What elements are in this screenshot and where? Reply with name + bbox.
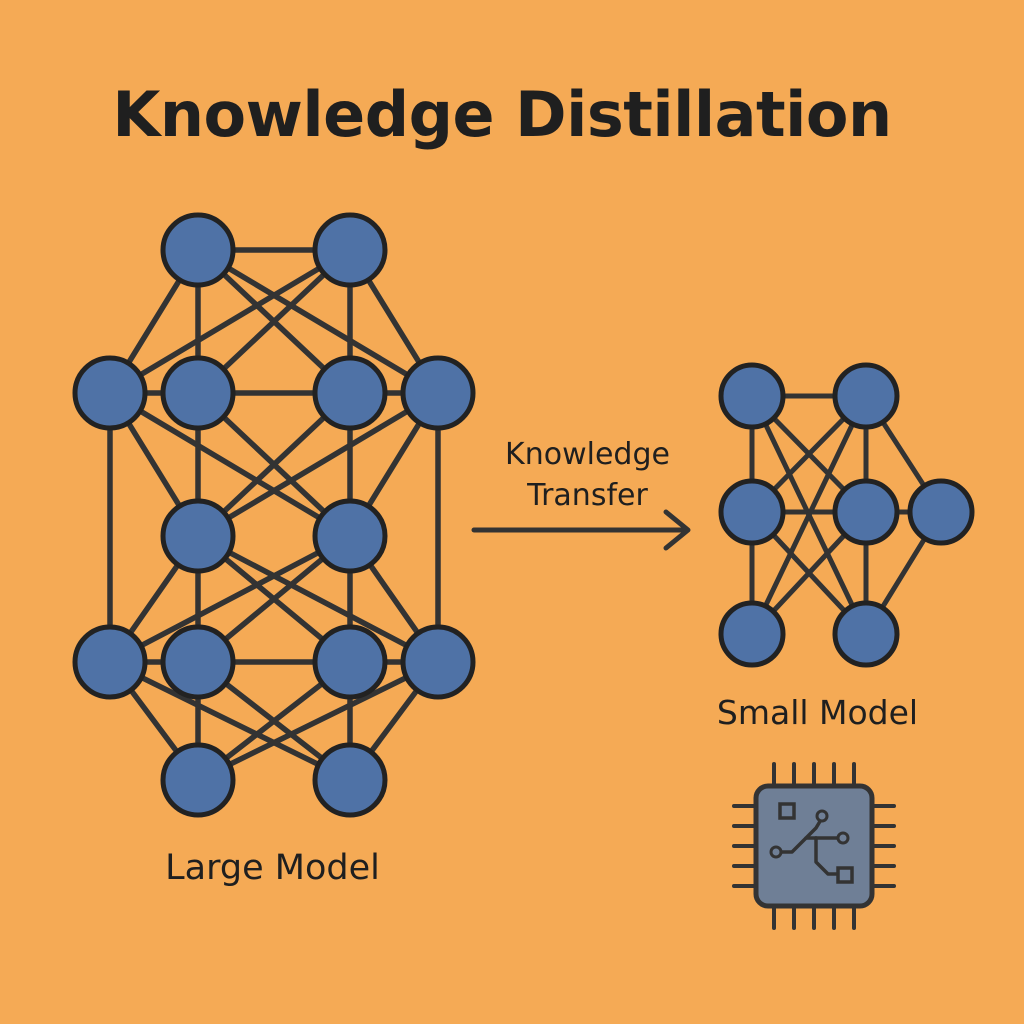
knowledge-transfer-line-2: Transfer xyxy=(527,478,648,513)
large-model-node xyxy=(312,355,388,431)
small-model-node xyxy=(832,362,900,430)
large-model-node xyxy=(400,624,476,700)
small-model-edge xyxy=(749,393,869,637)
large-model-node xyxy=(400,355,476,431)
large-model-edge xyxy=(107,390,353,539)
large-model-node xyxy=(312,212,388,288)
microchip-icon xyxy=(732,762,896,930)
large-model-node xyxy=(160,742,236,818)
large-model-edge xyxy=(195,247,441,396)
small-model-node xyxy=(832,600,900,668)
small-model-node xyxy=(907,478,975,546)
page-title: Knowledge Distillation xyxy=(112,78,892,151)
large-model-edge xyxy=(107,247,353,396)
small-model-network xyxy=(718,362,975,668)
small-model-node xyxy=(718,478,786,546)
large-model-edge xyxy=(107,533,353,665)
small-model-node xyxy=(832,478,900,546)
large-model-edge xyxy=(195,533,441,665)
large-model-node xyxy=(312,498,388,574)
large-model-node xyxy=(160,624,236,700)
large-model-node xyxy=(160,355,236,431)
large-model-edge xyxy=(195,659,441,783)
knowledge-transfer-label: Knowledge Transfer xyxy=(470,434,705,516)
large-model-network xyxy=(72,212,476,818)
large-model-node xyxy=(72,355,148,431)
large-model-edge xyxy=(195,390,441,539)
large-model-node xyxy=(160,212,236,288)
knowledge-transfer-line-1: Knowledge xyxy=(505,437,670,472)
large-model-node xyxy=(312,742,388,818)
small-model-label: Small Model xyxy=(716,693,919,732)
large-model-label: Large Model xyxy=(165,848,380,888)
large-model-node xyxy=(72,624,148,700)
large-model-node xyxy=(312,624,388,700)
small-model-node xyxy=(718,600,786,668)
large-model-edge xyxy=(107,659,353,783)
arrow-right-icon xyxy=(471,509,691,551)
large-model-node xyxy=(160,498,236,574)
small-model-node xyxy=(718,362,786,430)
